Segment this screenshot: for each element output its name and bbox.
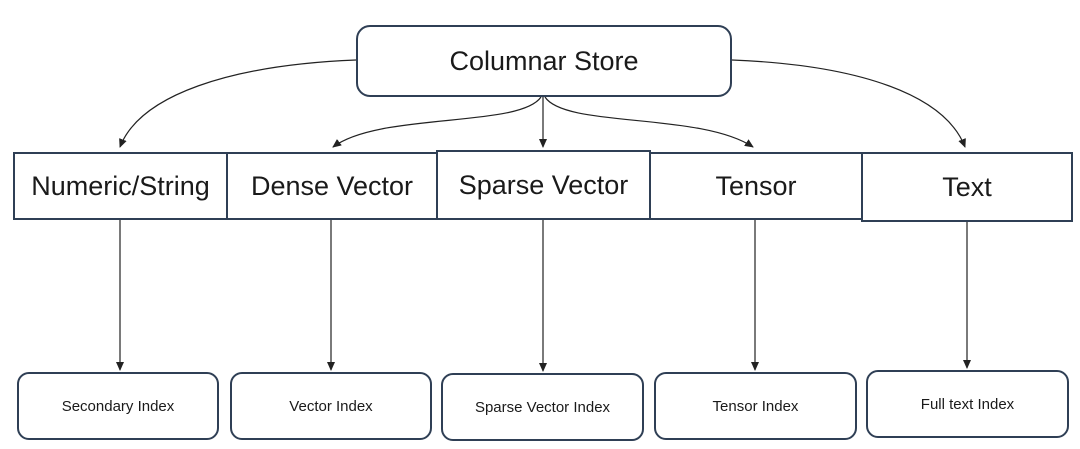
node-tensor-index-label: Tensor Index [712, 397, 799, 415]
node-vector-index: Vector Index [230, 372, 432, 440]
node-numeric-string-label: Numeric/String [31, 170, 210, 201]
node-full-text-index: Full text Index [866, 370, 1069, 438]
edge-root-to-numeric-string [119, 59, 357, 148]
node-secondary-index-label: Secondary Index [61, 397, 175, 415]
node-sparse-vector-index: Sparse Vector Index [441, 373, 644, 441]
edge-root-to-tensor [544, 96, 754, 148]
node-dense-vector: Dense Vector [226, 152, 438, 220]
edge-root-to-dense-vector [332, 96, 542, 148]
node-vector-index-label: Vector Index [289, 397, 373, 415]
node-tensor-index: Tensor Index [654, 372, 857, 440]
node-full-text-index-label: Full text Index [920, 395, 1015, 413]
node-dense-vector-label: Dense Vector [250, 170, 414, 201]
node-sparse-vector-index-label: Sparse Vector Index [474, 398, 611, 416]
node-numeric-string: Numeric/String [13, 152, 228, 220]
node-secondary-index: Secondary Index [17, 372, 219, 440]
node-text: Text [861, 152, 1073, 222]
edge-root-to-text [731, 59, 966, 148]
node-tensor: Tensor [649, 152, 863, 220]
node-text-label: Text [942, 171, 992, 202]
node-sparse-vector: Sparse Vector [436, 150, 651, 220]
node-tensor-label: Tensor [715, 170, 797, 201]
node-columnar-store-label: Columnar Store [449, 45, 639, 76]
node-sparse-vector-label: Sparse Vector [458, 169, 629, 200]
node-columnar-store: Columnar Store [356, 25, 732, 97]
